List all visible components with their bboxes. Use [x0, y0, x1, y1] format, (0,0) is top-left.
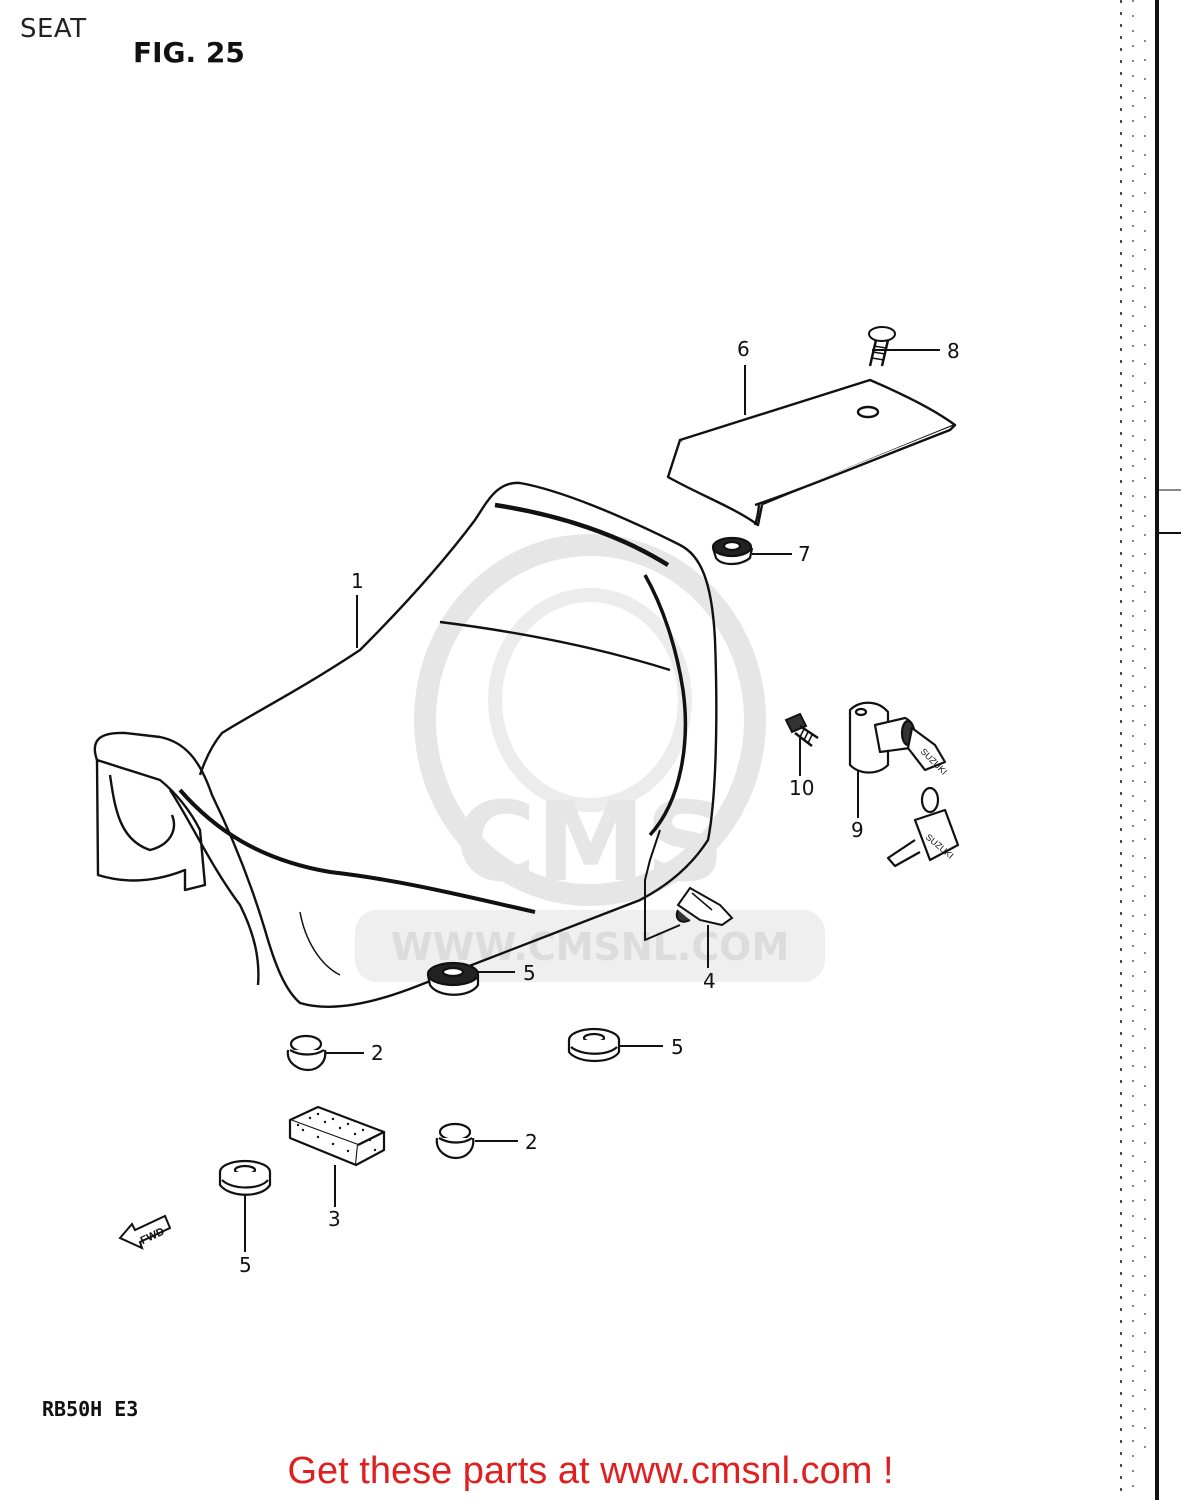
screw-part-8 [868, 326, 896, 367]
page-title: SEAT [20, 14, 87, 44]
callout-10: 10 [789, 776, 814, 800]
callout-5a: 5 [523, 961, 536, 985]
cap-part-2b [435, 1122, 475, 1160]
callout-1: 1 [351, 569, 364, 593]
seat-part-1 [93, 481, 718, 1008]
rear-cover-part-6 [666, 378, 957, 527]
grommet-part-5b [567, 1027, 621, 1063]
cap-part-2a [286, 1034, 327, 1072]
callout-3: 3 [328, 1207, 341, 1231]
forward-arrow-icon: FWD [118, 1214, 172, 1250]
watermark-url: WWW.CMSNL.COM [391, 925, 790, 969]
callouts: 1 2 2 3 4 5 5 5 6 7 8 9 10 [239, 337, 960, 1277]
callout-9: 9 [851, 818, 864, 842]
callout-5c: 5 [239, 1253, 252, 1277]
footer-link[interactable]: Get these parts at www.cmsnl.com ! [287, 1450, 894, 1492]
figure-label: FIG. 25 [133, 36, 245, 69]
watermark: CMS WWW.CMSNL.COM [355, 534, 825, 982]
callout-8: 8 [947, 339, 960, 363]
grommet-part-5c [218, 1159, 272, 1196]
callout-6: 6 [737, 337, 750, 361]
bolt-part-10 [784, 712, 819, 747]
leader-lines [244, 349, 940, 1252]
callout-2a: 2 [371, 1041, 384, 1065]
callout-2b: 2 [525, 1130, 538, 1154]
callout-5b: 5 [671, 1035, 684, 1059]
callout-4: 4 [703, 969, 716, 993]
callout-7: 7 [798, 542, 811, 566]
scan-edge [1120, 0, 1181, 1500]
watermark-logo: CMS [455, 778, 724, 906]
hook-part-4 [675, 886, 734, 927]
grommet-part-5a [426, 961, 480, 996]
seat-lock-part-9: SUZUKI SUZUKI [848, 701, 960, 868]
grommet-part-7 [711, 536, 754, 566]
sponge-part-3 [288, 1105, 386, 1167]
model-code: RB50H E3 [42, 1397, 139, 1421]
